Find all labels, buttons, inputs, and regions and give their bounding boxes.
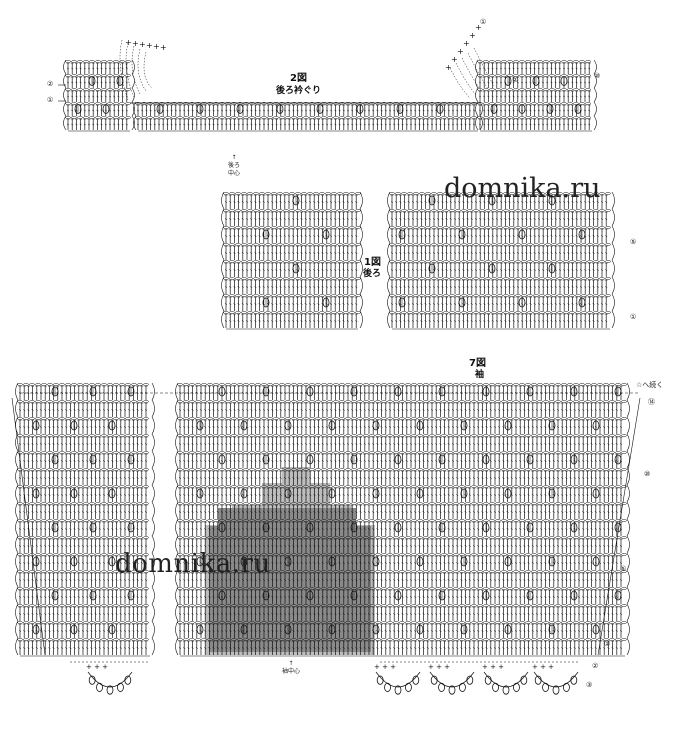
figure-7-mark-3: ③ bbox=[586, 681, 593, 689]
svg-text:+: + bbox=[146, 41, 153, 50]
figure-2-subtitle: 後ろ衿ぐり bbox=[276, 86, 322, 96]
svg-text:+: + bbox=[469, 31, 476, 40]
watermark-top: domnika.ru bbox=[444, 173, 601, 204]
figure-1-mark-bottom: ① bbox=[630, 313, 637, 321]
figure-2-title: 2図 bbox=[290, 73, 307, 84]
figure-7-title: 7図 bbox=[469, 358, 486, 369]
figure-1-subtitle: 後ろ bbox=[363, 269, 382, 279]
svg-text:+: + bbox=[132, 39, 139, 48]
figure-7-mark-14: ⑭ bbox=[648, 398, 655, 406]
figure-7-mark-5: ⑤ bbox=[620, 565, 627, 573]
figure-7-mark-10: ⑩ bbox=[644, 470, 651, 478]
svg-text:+: + bbox=[445, 63, 452, 72]
figure-7-subtitle: 袖 bbox=[475, 370, 485, 380]
svg-text:+: + bbox=[457, 47, 464, 56]
figure-2-center-text: 後ろ 中心 bbox=[228, 162, 241, 177]
figure-7-mark-continue: ☆へ続く bbox=[636, 381, 664, 389]
figure-2-center-label: ↑ 後ろ 中心 bbox=[228, 154, 240, 178]
figure-1-chart bbox=[221, 191, 615, 330]
svg-text:+: + bbox=[463, 39, 470, 48]
figure-7-mark-1: ① bbox=[604, 640, 611, 648]
figure-7-center-text: 袖中心 bbox=[282, 668, 301, 675]
figure-7-mark-2: ② bbox=[592, 662, 599, 670]
center-arrow-icon: ↑ bbox=[231, 154, 237, 161]
svg-text:+: + bbox=[451, 55, 458, 64]
svg-text:+: + bbox=[139, 40, 146, 49]
figure-2-mark-right-third: ⑩ bbox=[594, 72, 601, 80]
figure-2-mark-left-top: ② bbox=[47, 80, 54, 88]
figure-2-mark-right-second: ② bbox=[512, 76, 519, 84]
figure-1-title: 1図 bbox=[364, 257, 381, 268]
center-arrow-icon: ↑ bbox=[288, 660, 294, 667]
svg-text:+: + bbox=[475, 23, 482, 32]
svg-text:+: + bbox=[125, 38, 132, 47]
svg-text:+: + bbox=[160, 43, 167, 52]
figure-2-mark-right-top: ① bbox=[480, 18, 487, 26]
figure-1-mark-top: ⑤ bbox=[630, 238, 637, 246]
figure-7-chart: + + ++ + ++ + ++ + ++ + + bbox=[11, 382, 641, 695]
figure-7-center-label: ↑ 袖中心 bbox=[282, 660, 300, 676]
svg-text:+: + bbox=[153, 42, 160, 51]
figure-2-mark-left-bottom: ① bbox=[47, 96, 54, 104]
watermark-middle: domnika.ru bbox=[115, 549, 271, 579]
figure-2-chart: ++++++++++++ bbox=[58, 23, 597, 132]
